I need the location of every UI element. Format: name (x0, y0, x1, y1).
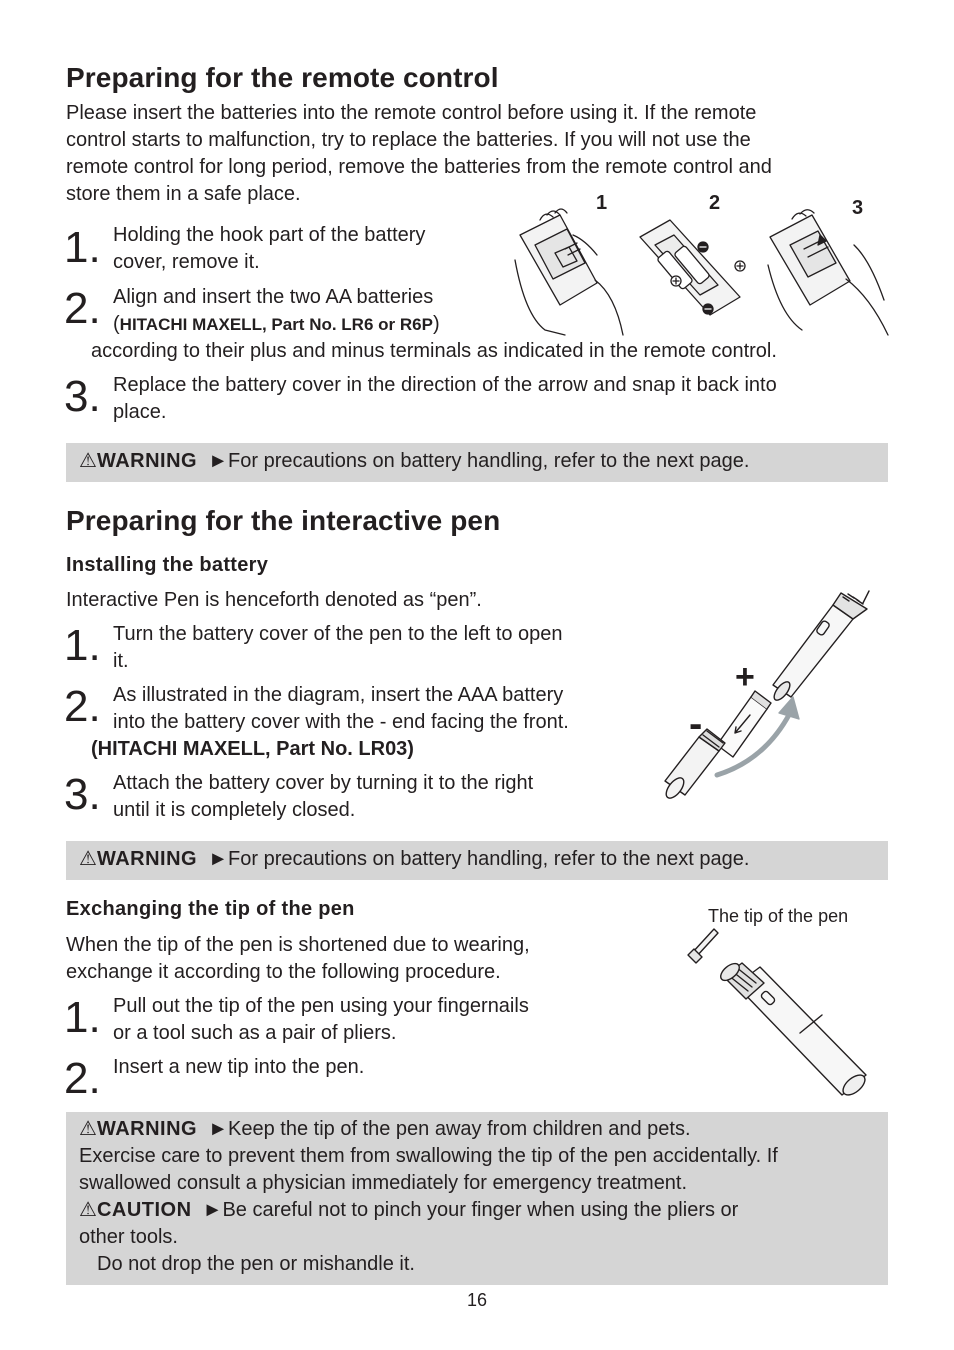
pen-step-3-number: 3. (64, 770, 101, 819)
page-number: 16 (466, 1290, 488, 1310)
paren-open: ( (113, 313, 120, 335)
remote-intro: Please insert the batteries into the rem… (66, 100, 772, 208)
warning-icon: ⚠ (79, 848, 97, 870)
pen-tip-illustration (687, 928, 867, 1096)
arrow-icon: ► (208, 1118, 229, 1140)
remote-step-3-line: Replace the battery cover in the directi… (113, 374, 777, 396)
remote-step-1-line: cover, remove it. (113, 251, 260, 273)
remote-step-2-line: Align and insert the two AA batteries (113, 286, 434, 308)
tip-notice-box: ⚠WARNING ►Keep the tip of the pen away f… (66, 1112, 888, 1285)
pen-step-1-line: Turn the battery cover of the pen to the… (113, 623, 563, 645)
remote-step-1-line: Holding the hook part of the battery (113, 224, 426, 246)
remote-step-2-text: Align and insert the two AA batteries (H… (113, 284, 440, 338)
tip-intro: When the tip of the pen is shortened due… (66, 932, 530, 986)
installing-battery-heading: Installing the battery (66, 554, 269, 576)
pen-section-title: Preparing for the interactive pen (66, 505, 501, 536)
remote-step-1-text: Holding the hook part of the battery cov… (113, 222, 425, 276)
remote-intro-line: Please insert the batteries into the rem… (66, 102, 757, 124)
tip-intro-line: exchange it according to the following p… (66, 961, 501, 983)
pen-step-2-line: into the battery cover with the - end fa… (113, 711, 569, 733)
paren-close: ) (432, 313, 440, 335)
pen-step-2-line: As illustrated in the diagram, insert th… (113, 684, 564, 706)
tip-step-2-number: 2. (64, 1054, 101, 1103)
remote-warning-box: ⚠WARNING ►For precautions on battery han… (66, 443, 888, 482)
warning-icon: ⚠ (79, 1118, 97, 1140)
tip-caution-line: ⚠CAUTION ►Be careful not to pinch your f… (79, 1197, 888, 1224)
tip-warning-line: ⚠WARNING ►Keep the tip of the pen away f… (79, 1116, 888, 1143)
plus-sign: + (735, 658, 755, 696)
remote-step-1-number: 1. (64, 223, 101, 272)
warning-label: WARNING (96, 848, 198, 870)
warning-text: For precautions on battery handling, ref… (228, 848, 750, 870)
remote-panel-2 (639, 219, 746, 316)
pen-intro: Interactive Pen is henceforth denoted as… (66, 589, 482, 611)
tip-step-1-line: or a tool such as a pair of pliers. (113, 1022, 397, 1044)
warning-text: Keep the tip of the pen away from childr… (228, 1118, 691, 1140)
pen-step-2-text: As illustrated in the diagram, insert th… (113, 682, 569, 736)
tip-step-2-text: Insert a new tip into the pen. (113, 1054, 364, 1081)
pen-battery-illustration (664, 590, 870, 799)
remote-intro-line: store them in a safe place. (66, 183, 301, 205)
tip-step-1-text: Pull out the tip of the pen using your f… (113, 993, 529, 1047)
remote-section-title: Preparing for the remote control (66, 62, 499, 93)
remote-figure-label-3: 3 (852, 197, 864, 219)
pen-step-1-number: 1. (64, 621, 101, 670)
remote-step-2-continuation: according to their plus and minus termin… (91, 340, 777, 362)
caution-icon: ⚠ (79, 1199, 97, 1221)
pen-step-3-line: Attach the battery cover by turning it t… (113, 772, 534, 794)
remote-figure-label-1: 1 (596, 192, 608, 214)
remote-step-3-line: place. (113, 401, 167, 423)
remote-step-3-text: Replace the battery cover in the directi… (113, 372, 777, 426)
warning-label: WARNING (96, 450, 198, 472)
remote-panel-1 (514, 208, 624, 336)
caution-detail-line: Do not drop the pen or mishandle it. (97, 1253, 415, 1275)
warning-detail-line: Exercise care to prevent them from swall… (79, 1145, 778, 1167)
warning-text: For precautions on battery handling, ref… (228, 450, 750, 472)
pen-step-3-text: Attach the battery cover by turning it t… (113, 770, 533, 824)
pen-step-2-number: 2. (64, 682, 101, 731)
caution-text: Be careful not to pinch your finger when… (222, 1199, 739, 1221)
tip-step-1-line: Pull out the tip of the pen using your f… (113, 995, 529, 1017)
warning-detail-line: swallowed consult a physician immediatel… (79, 1172, 688, 1194)
remote-step-2-part: (HITACHI MAXELL, Part No. LR6 or R6P) (113, 311, 440, 338)
arrow-icon: ► (208, 848, 229, 870)
remote-figure-label-2: 2 (709, 192, 721, 214)
warning-icon: ⚠ (79, 450, 97, 472)
caution-detail-line: other tools. (79, 1226, 178, 1248)
pen-step-1-line: it. (113, 650, 129, 672)
pen-warning-box: ⚠WARNING ►For precautions on battery han… (66, 841, 888, 880)
tip-step-1-number: 1. (64, 993, 101, 1042)
pen-step-3-line: until it is completely closed. (113, 799, 356, 821)
remote-step-3-number: 3. (64, 372, 101, 421)
tip-figure-caption: The tip of the pen (708, 906, 849, 926)
warning-label: WARNING (96, 1118, 198, 1140)
exchange-tip-heading: Exchanging the tip of the pen (66, 898, 355, 920)
remote-step-2-number: 2. (64, 284, 101, 333)
arrow-icon: ► (208, 450, 229, 472)
pen-step-1-text: Turn the battery cover of the pen to the… (113, 621, 563, 675)
remote-battery-illustration (514, 208, 889, 336)
caution-label: CAUTION (96, 1199, 192, 1221)
remote-intro-line: control starts to malfunction, try to re… (66, 129, 751, 151)
minus-sign: - (689, 702, 703, 746)
battery-part-number: HITACHI MAXELL, Part No. LR6 or R6P (119, 315, 433, 334)
arrow-icon: ► (202, 1199, 223, 1221)
pen-battery-part-number: (HITACHI MAXELL, Part No. LR03) (91, 738, 414, 760)
remote-intro-line: remote control for long period, remove t… (66, 156, 772, 178)
tip-step-2-line: Insert a new tip into the pen. (113, 1056, 365, 1078)
tip-intro-line: When the tip of the pen is shortened due… (66, 934, 530, 956)
remote-panel-3 (767, 209, 889, 336)
